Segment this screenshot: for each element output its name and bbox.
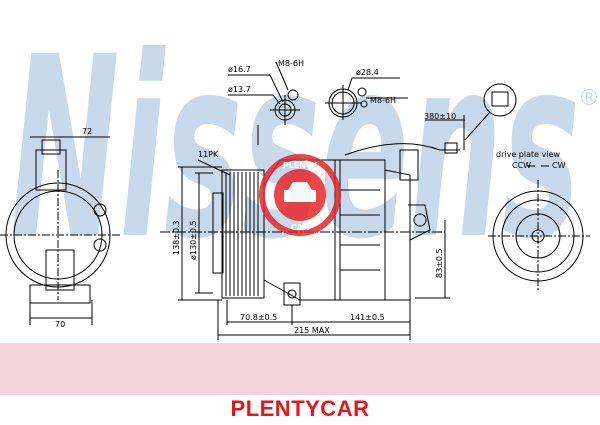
dim-height-total: 138±0.3 (172, 220, 181, 255)
brand-footer: PLENTYCAR (230, 396, 370, 421)
dim-pulley-dia: ø130±0.5 (189, 220, 198, 260)
dim-cable-length: 380±10 (424, 112, 456, 121)
dim-side-width-bottom: 70 (55, 320, 65, 329)
dim-overall-length: 215 MAX (294, 326, 330, 335)
dim-pulley-to-mount: 70.8±0.5 (240, 313, 277, 322)
dim-pulley-type: 11PK (198, 150, 219, 159)
plentycar-stamp-logo: PLENTY CAR (259, 154, 341, 236)
drive-view-title: drive plate view (496, 150, 560, 159)
dim-mount-height: 83±0.5 (435, 248, 444, 278)
dim-port2-dia: ø28.4 (356, 68, 379, 77)
svg-text:PLENTY: PLENTY (283, 161, 318, 170)
nissens-watermark: Nissens (10, 3, 580, 294)
registered-mark: ® (578, 86, 600, 111)
drive-view-ccw: CCW (512, 161, 531, 170)
front-view (160, 125, 460, 340)
dim-port2-thread: M8-6H (370, 96, 396, 105)
dim-port1-outer: ø16.7 (228, 65, 251, 74)
svg-text:CAR: CAR (291, 223, 309, 232)
port-details (228, 61, 517, 150)
dim-port1-thread: M8-6H (278, 59, 304, 68)
dim-port1-inner: ø13.7 (228, 85, 251, 94)
pink-band (0, 343, 600, 395)
side-view (0, 136, 120, 325)
drive-view-cw: CW (552, 161, 566, 170)
dim-side-width-top: 72 (82, 127, 92, 136)
drive-plate-view (488, 165, 590, 290)
dim-mount-span: 141±0.5 (350, 313, 385, 322)
